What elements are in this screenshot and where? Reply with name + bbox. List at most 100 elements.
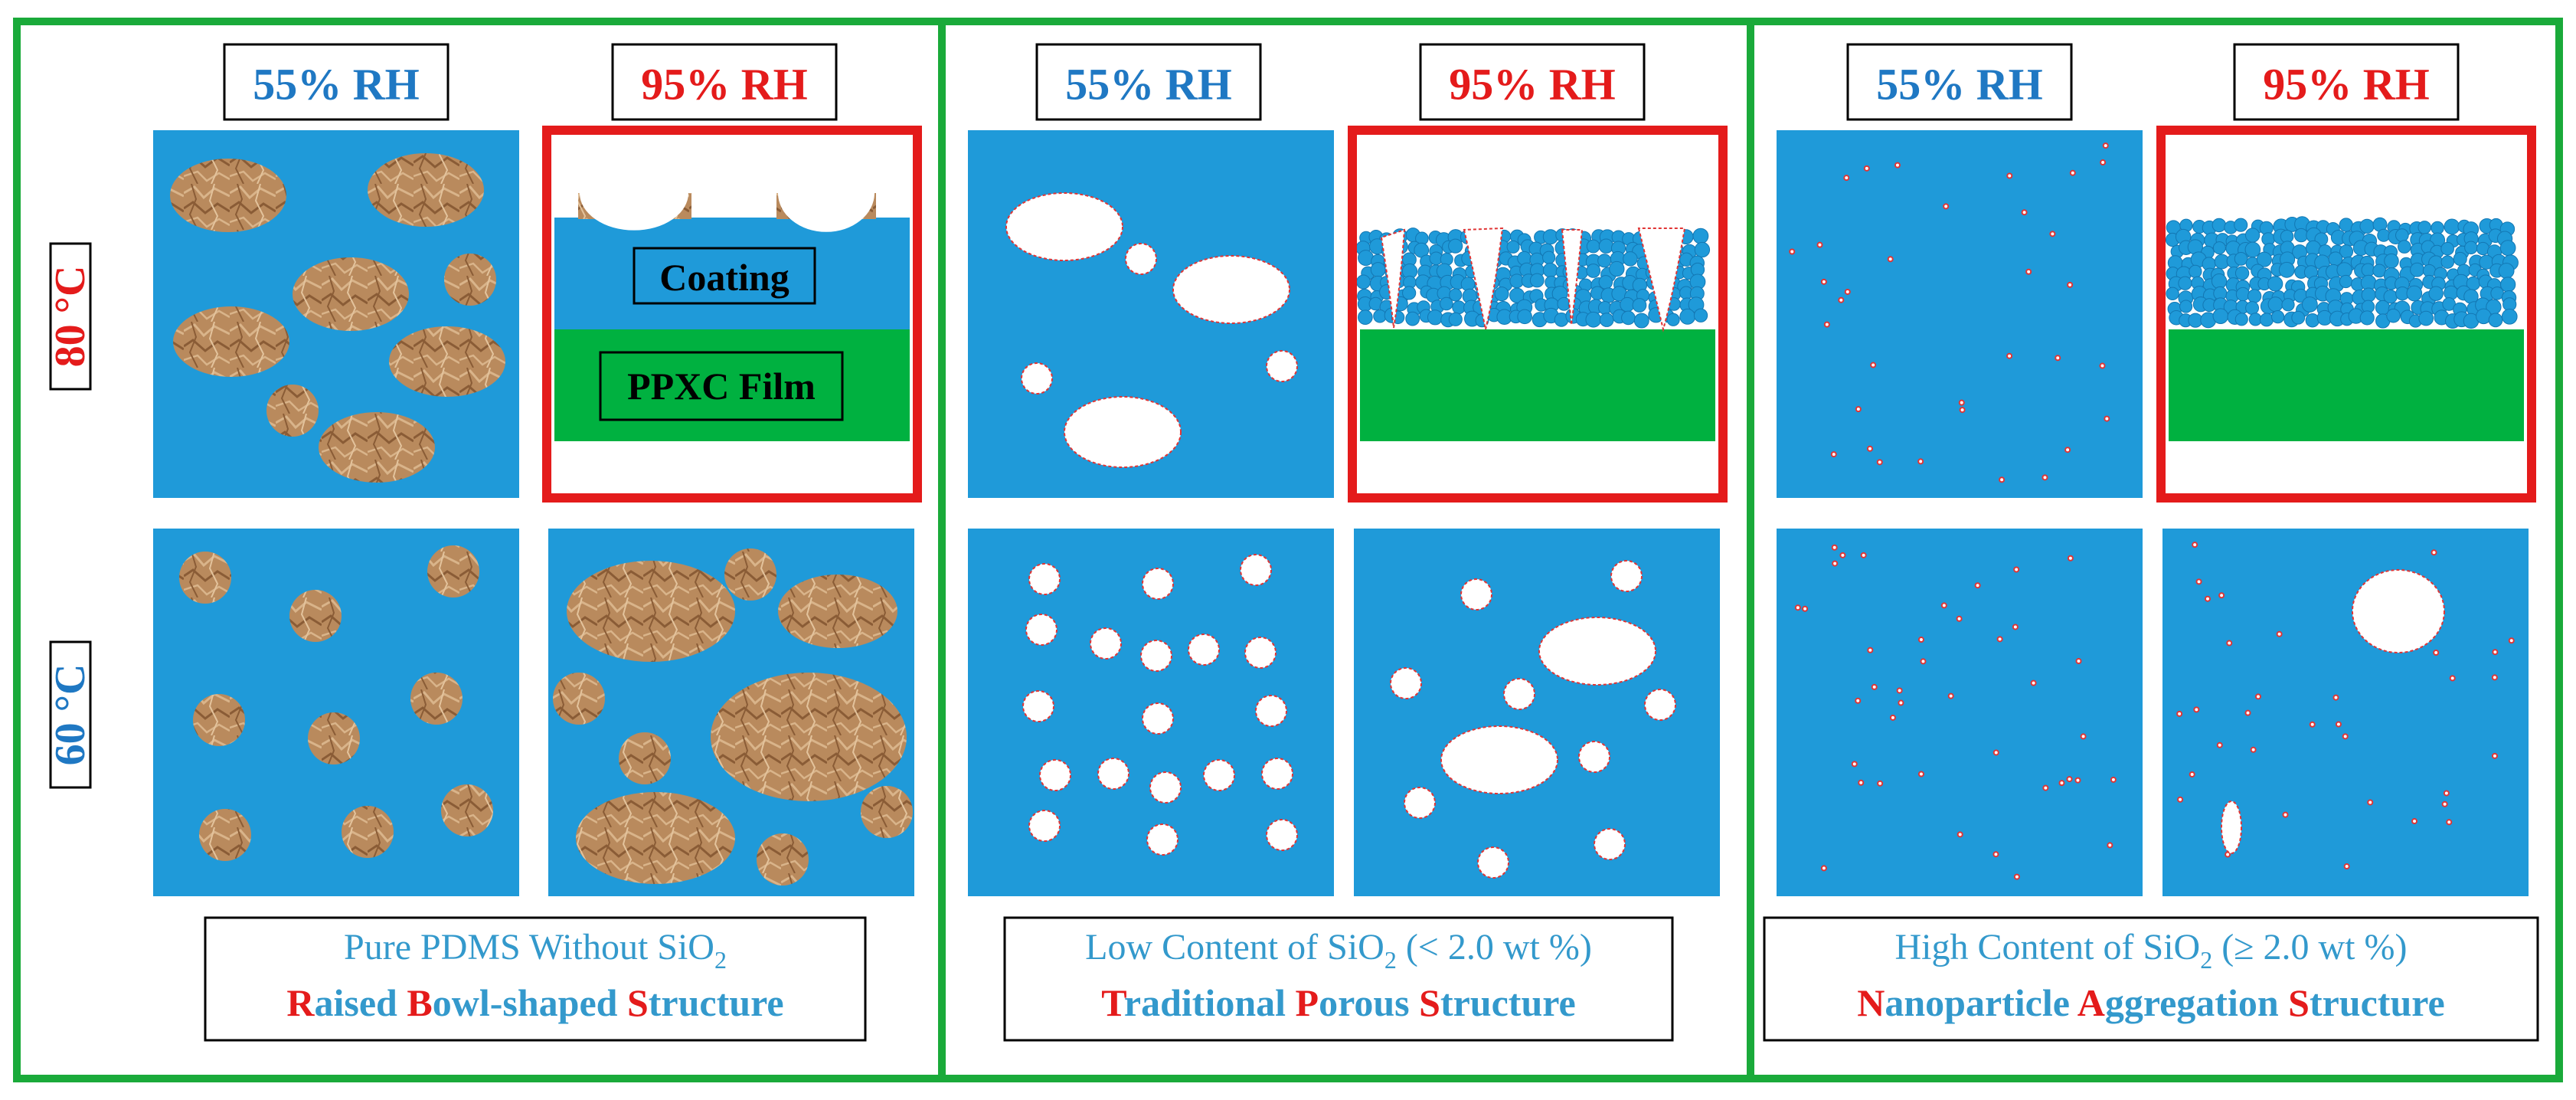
sio2-nanoparticle [2055,355,2061,362]
sio2-nanoparticle [2492,649,2499,656]
sio2-nanoparticle [1870,362,1877,368]
raised-bowl [170,159,286,232]
sio2-nanoparticle [2192,542,2198,548]
sio2-nanoparticle [2195,578,2202,585]
raised-bowl [173,306,289,377]
caption-p1-line2: Raised Bowl-shaped Structure [286,981,783,1024]
sio2-particle [1586,239,1600,254]
caption-line2-segment: anoparticle [1885,981,2077,1024]
sio2-particle [2406,285,2423,302]
raised-bowl [576,792,735,884]
sio2-particle [2247,289,2262,303]
sio2-nanoparticle [2431,549,2437,556]
sio2-nanoparticle [2058,780,2065,787]
sio2-particle [2359,310,2375,326]
caption-line2-segment: P [1296,981,1319,1024]
sio2-nanoparticle [1889,714,1896,721]
sio2-particle [2488,313,2503,328]
sio2-nanoparticle [2100,159,2107,166]
col-label-p1-95: 95% RH [641,60,808,110]
sio2-nanoparticle [2042,784,2049,791]
sio2-particle [1609,260,1625,277]
sio2-particle [1405,311,1420,326]
p3-60c-55rh-tile [1777,529,2143,896]
sio2-particle [2244,241,2261,258]
pore [1022,690,1054,722]
caption-line2-segment: R [286,981,315,1024]
p2-80c-55rh-tile [968,130,1334,498]
pore [1261,758,1293,790]
caption-line2-segment: raditional [1124,981,1296,1024]
sio2-nanoparticle [2013,873,2020,880]
sio2-nanoparticle [2411,818,2418,825]
sio2-particle [1666,313,1680,326]
sio2-nanoparticle [2216,742,2223,748]
sio2-particle [1693,308,1708,322]
sio2-nanoparticle [2012,624,2019,630]
sio2-nanoparticle [1947,692,1954,699]
sio2-nanoparticle [2446,819,2453,826]
col-label-p1-55: 55% RH [253,60,420,110]
sio2-particle [2267,296,2283,313]
sio2-nanoparticle [1863,165,1870,172]
p1-80c-95rh-cross-section: Coating PPXC Film [542,126,922,503]
raised-bowl [342,806,394,858]
p3-80c-95rh-cross-section [2156,126,2536,503]
sio2-nanoparticle [2508,637,2515,644]
raised-bowl [553,673,605,725]
sio2-nanoparticle [2067,281,2074,288]
raised-bowl [861,786,913,838]
raised-bowl [711,673,907,801]
sio2-particle [2234,252,2248,266]
sio2-nanoparticle [1867,647,1874,653]
caption-line2-segment: ggregation [2105,981,2288,1024]
sio2-nanoparticle [1920,658,1927,665]
sio2-particle [1598,238,1614,254]
sio2-nanoparticle [1789,248,1796,255]
sio2-particle [2417,221,2431,234]
sio2-particle [2234,313,2248,326]
sio2-nanoparticle [1894,162,1901,169]
pore [1028,563,1061,595]
ppxc-film-label: PPXC Film [627,365,816,408]
raised-bowl [757,833,809,886]
sio2-particle [1542,229,1558,245]
sio2-nanoparticle [2309,721,2316,728]
raised-bowl [193,694,245,746]
sio2-nanoparticle [1866,445,1873,452]
pore [1142,702,1174,735]
sio2-nanoparticle [1877,780,1884,787]
sio2-nanoparticle [2107,842,2113,849]
sio2-particle [2395,228,2409,242]
sio2-particle [2235,286,2251,302]
caption-line2-segment: A [2077,981,2105,1024]
sio2-nanoparticle [1898,699,1904,706]
caption-line2-segment: orous [1319,981,1419,1024]
sio2-nanoparticle [1851,761,1858,768]
sio2-nanoparticle [1839,552,1846,558]
pore [1503,678,1535,710]
sio2-nanoparticle [2030,679,2037,686]
sio2-nanoparticle [2006,172,2013,179]
sio2-particle [2444,218,2460,235]
raised-bowl [308,712,360,764]
caption-line2-segment: S [627,981,649,1024]
sio2-nanoparticle [2042,474,2048,481]
sio2-nanoparticle [2342,733,2349,740]
sio2-particle [1448,312,1463,326]
sio2-nanoparticle [2449,675,2456,682]
sio2-nanoparticle [2064,447,2071,453]
sio2-particle [2178,276,2192,290]
raised-bowl [199,809,251,861]
sio2-particle [2179,300,2193,313]
sio2-nanoparticle [2343,863,2350,870]
sio2-particle [2281,298,2295,312]
sio2-nanoparticle [1999,476,2006,483]
sio2-nanoparticle [2332,694,2339,701]
sio2-nanoparticle [1830,451,1837,458]
sio2-particle [2498,263,2515,279]
pore [1240,554,1272,586]
sio2-nanoparticle [1957,831,1963,838]
pore [1140,640,1172,672]
sio2-nanoparticle [2367,799,2374,806]
